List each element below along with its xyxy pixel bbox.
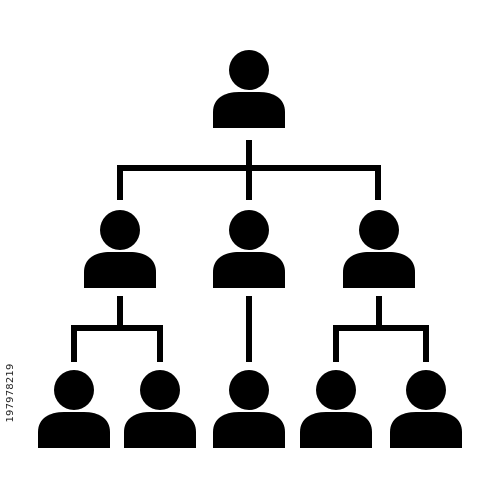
stock-image-id: 197978219 [5, 363, 16, 423]
person-icon [124, 370, 196, 448]
person-icon [84, 210, 156, 288]
connector-lines [71, 140, 429, 362]
person-nodes [38, 50, 462, 448]
person-icon [213, 210, 285, 288]
person-icon [213, 370, 285, 448]
person-icon [390, 370, 462, 448]
person-icon [213, 50, 285, 128]
person-icon [38, 370, 110, 448]
person-icon [343, 210, 415, 288]
person-icon [300, 370, 372, 448]
